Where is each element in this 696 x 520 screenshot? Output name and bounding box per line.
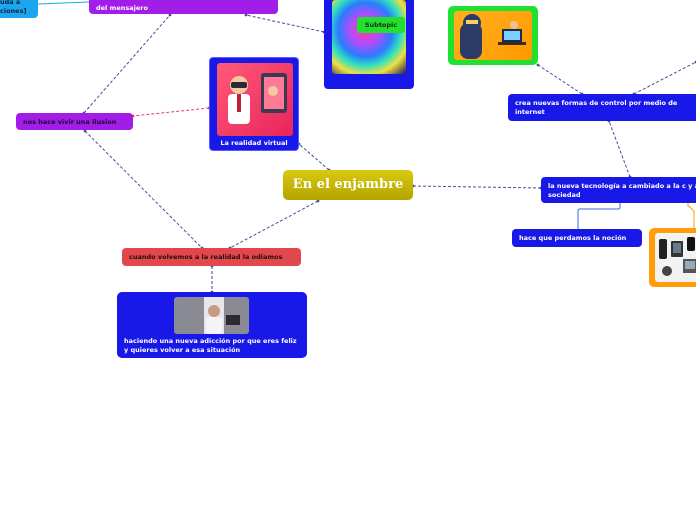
topic-spy-image[interactable]: [448, 6, 538, 65]
topic-mensajero-label: del mensajero: [96, 4, 148, 12]
topic-control-label: crea nuevas formas de control por medio …: [515, 99, 678, 116]
topic-top-center[interactable]: [324, 0, 414, 89]
topic-odiamos-label: cuando volvemos a la realidad la odiamos: [129, 253, 283, 261]
topic-adiccion-label: haciendo una nueva adicción por que eres…: [124, 337, 297, 354]
link-tech-devices: [687, 203, 695, 228]
link-center-odiamos: [228, 199, 320, 250]
link-control-offscreen: [632, 60, 696, 96]
hacker-spy-illustration: [454, 11, 532, 60]
topic-tecnologia[interactable]: la nueva tecnología a cambiado a la c y …: [541, 177, 696, 203]
subtopic-node[interactable]: Subtopic: [357, 17, 405, 33]
topic-odiamos[interactable]: cuando volvemos a la realidad la odiamos: [122, 248, 301, 266]
link-ilusion-odiamos: [83, 129, 204, 250]
topic-tecnologia-label: la nueva tecnología a cambiado a la c y …: [548, 182, 696, 199]
topic-top-left-blue-label: uda a ciones]: [0, 0, 27, 15]
link-control-spy: [536, 63, 584, 96]
topic-ilusion[interactable]: nos hace vivir una ilusion: [16, 113, 133, 130]
topic-adiccion[interactable]: haciendo una nueva adicción por que eres…: [117, 292, 307, 358]
topic-realidad-virtual[interactable]: La realidad virtual: [209, 57, 299, 151]
swirl-art-image: [332, 0, 406, 74]
virtual-reality-illustration: [217, 63, 293, 136]
link-ilusion-purple: [82, 13, 172, 115]
link-vr-ilusion: [131, 106, 211, 118]
person-at-computer-photo: [174, 297, 249, 334]
link-tech-nocion: [577, 203, 621, 229]
topic-control[interactable]: crea nuevas formas de control por medio …: [508, 94, 696, 121]
link-center-topcenter: [244, 13, 326, 34]
central-topic[interactable]: En el enjambre: [283, 170, 413, 200]
link-blue-purple: [37, 1, 90, 5]
topic-devices-image[interactable]: [649, 228, 696, 287]
topic-top-left-blue[interactable]: uda a ciones]: [0, 0, 38, 18]
link-center-tech: [411, 184, 543, 190]
electronic-devices-image: [655, 233, 696, 282]
topic-nocion[interactable]: hace que perdamos la noción: [512, 229, 642, 247]
topic-ilusion-label: nos hace vivir una ilusion: [23, 118, 117, 126]
link-tech-control: [607, 119, 632, 179]
link-center-vr: [297, 142, 331, 172]
topic-realidad-virtual-label: La realidad virtual: [220, 139, 288, 147]
topic-mensajero[interactable]: del mensajero: [89, 0, 278, 14]
topic-nocion-label: hace que perdamos la noción: [519, 234, 627, 242]
